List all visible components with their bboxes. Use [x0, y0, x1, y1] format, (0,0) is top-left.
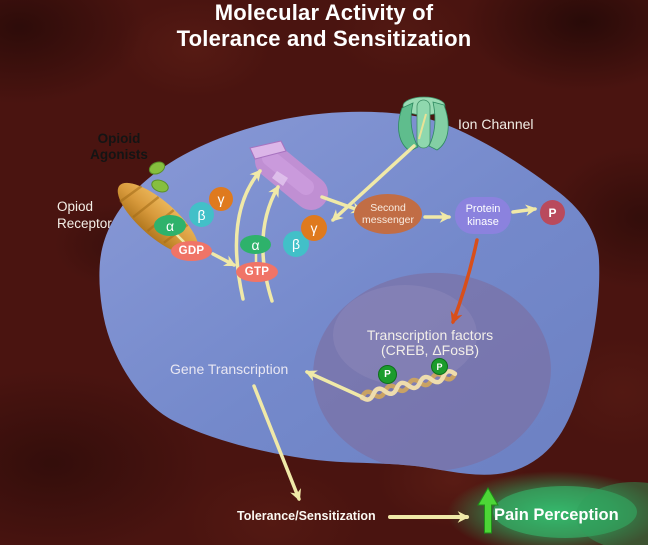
page-title: Molecular Activity of Tolerance and Sens…	[0, 0, 648, 52]
gdp-molecule: GDP	[171, 241, 212, 261]
opioid-agonists-line2: Agonists	[90, 147, 148, 162]
second-messenger-node: Second messenger	[354, 194, 422, 234]
gene-transcription-label: Gene Transcription	[170, 361, 289, 377]
arrow-dna-to-gene-transcription	[304, 370, 362, 398]
pain-up-arrow	[477, 487, 499, 534]
g-protein-gamma-2: γ	[301, 215, 327, 241]
opioid-agonists-label: Opioid Agonists	[84, 131, 154, 163]
effector-enzyme	[249, 140, 328, 210]
g-protein-alpha-1: α	[154, 215, 186, 236]
protein-kinase-line2: kinase	[467, 215, 499, 228]
title-line2: Tolerance and Sensitization	[176, 26, 472, 51]
opiod-receptor-line2: Receptor	[57, 216, 112, 231]
opiod-receptor-label: Opiod Receptor	[57, 198, 112, 232]
tolerance-sensitization-label: Tolerance/Sensitization	[237, 509, 376, 523]
transcription-factors-label: Transcription factors (CREB, ΔFosB)	[352, 328, 508, 358]
gtp-molecule: GTP	[236, 262, 278, 282]
arrow-alpha-to-effector	[234, 169, 262, 301]
second-messenger-line2: messenger	[362, 214, 414, 226]
nucleus	[313, 272, 551, 472]
arrow-gene-to-tolerance	[252, 384, 301, 502]
pain-glow-core	[493, 486, 637, 538]
protein-kinase-line1: Protein	[465, 202, 501, 215]
ion-channel-label: Ion Channel	[458, 116, 534, 132]
g-protein-beta-1: β	[189, 202, 214, 227]
arrow-kinase-to-p	[511, 204, 538, 217]
g-protein-alpha-2: α	[240, 235, 271, 254]
g-protein-gamma-1: γ	[209, 187, 233, 211]
protein-kinase-node: Protein kinase	[455, 197, 511, 234]
pain-perception-label: Pain Perception	[494, 506, 619, 524]
transcription-factors-line2: (CREB, ΔFosB)	[380, 342, 480, 358]
arrow-channel-to-gamma	[331, 144, 416, 222]
second-messenger-line1: Second	[370, 202, 406, 214]
arrow-gdp-to-gtp	[211, 252, 237, 267]
opioid-agonist-dots	[148, 161, 169, 193]
title-line1: Molecular Activity of	[214, 0, 434, 25]
arrow-kinase-to-transcription-factors	[450, 238, 479, 325]
phosphate-green-1: P	[378, 365, 397, 384]
pain-glow-edge	[576, 482, 648, 545]
opiod-receptor-line1: Opiod	[57, 199, 94, 214]
phosphate-green-2: P	[431, 358, 448, 375]
link-alpha1-gdp	[174, 232, 186, 244]
phosphate-node: P	[540, 200, 565, 225]
opioid-agonists-line1: Opioid	[97, 131, 141, 146]
ion-channel-shape	[398, 96, 449, 152]
transcription-factors-line1: Transcription factors	[366, 327, 494, 343]
